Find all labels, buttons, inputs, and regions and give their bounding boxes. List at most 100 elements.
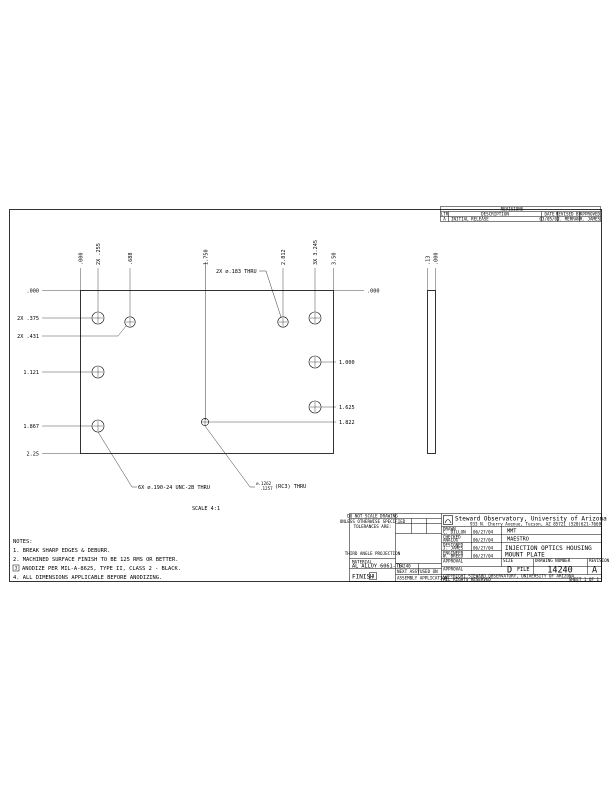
role-checked: CHECKED [443,534,461,539]
note-3-flag: 3 [15,566,18,571]
role-approval-1: APPROVAL [443,559,464,564]
dim-top-1750: 1.750 [204,249,210,265]
date-designed: 06/27/04 [473,545,494,550]
revisions-block [440,206,601,222]
company-name: Steward Observatory, University of Arizo… [455,516,607,523]
rights-line: ALL RIGHTS RESERVED [443,577,491,582]
revision-value: A [592,566,597,576]
rev-header-date: DATE [544,211,555,216]
callout-reamed-upper: ⌀.1262 [256,481,272,486]
dim-left-1867: 1.867 [23,424,39,430]
dim-top-3245: 3X 3.245 [313,240,319,265]
third-angle-label: THIRD ANGLE PROJECTION [345,551,401,556]
project-mmt: MMT [507,528,516,534]
top-extension-lines [80,268,334,316]
callout-thru-holes: 2X ⌀.183 THRU [216,269,257,275]
dim-top-2812: 2.812 [281,249,287,265]
drawing-number-label: DRAWING NUMBER [535,558,571,563]
date-checked: 06/27/04 [473,537,494,542]
revision-label: REVISION [589,558,610,563]
rev-row-description: INITIAL RELEASE [451,216,489,221]
dim-top-350: 3.50 [332,253,338,266]
assembly-application-label: ASSEMBLY APPLICATION [397,575,448,580]
dim-right-000: .000 [367,289,380,295]
size-label: SIZE [503,558,514,563]
side-extension-lines [427,268,436,290]
material-label: MATERIAL [352,559,373,564]
dim-left-000: .000 [27,289,40,295]
dim-left-431: 2X .431 [17,334,39,340]
plate-side-view [427,290,436,454]
rev-header-approved: APPROVED [580,211,601,216]
finish-label: FINISH [352,574,374,581]
role-engineer: ENGINEER [443,550,464,555]
holes [91,311,322,433]
center-marks [93,313,320,431]
thru-hole [124,316,136,328]
finish-flag: 3 [372,574,375,579]
finish-flag-box [369,572,377,580]
rev-row-ltr: A [443,216,446,221]
company-address: 933 N. Cherry Avenue, Tucson, AZ 85721 (… [470,521,602,526]
drawing-border [9,209,602,582]
dim-right-1625: 1.625 [339,405,355,411]
dim-top-000: .000 [79,253,85,266]
rev-header-revised-by: REVISED BY [556,211,582,216]
title-block-grid [349,513,602,582]
scale-label: SCALE 4:1 [192,506,220,512]
dim-left-225: 2.25 [27,452,40,458]
drawing-number-value: 14240 [547,566,573,576]
qty-value: 14240 [398,563,411,568]
note-3-flag-box [12,564,20,572]
tolerance-header-2: UNLESS OTHERWISE SPECIFIED [340,519,406,524]
note-4: 4. ALL DIMENSIONS APPLICABLE BEFORE ANOD… [13,575,162,581]
material-value: AL ALLOY 6061-T6 [352,564,402,570]
dim-side-000: .000 [434,253,440,266]
name-drawn: C. DILLON [443,530,466,535]
dim-left-375: 2X .375 [17,316,39,322]
role-designed: DESIGNED [443,542,464,547]
used-on-label: USED ON [420,569,438,574]
name-engineer: W. BREED [443,554,464,559]
note-2: 2. MACHINED SURFACE FINISH TO BE 125 RMS… [13,557,179,563]
date-engineer: 06/27/04 [473,553,494,558]
name-checked: ANALOG [443,538,459,543]
dim-right-1822: 1.822 [339,420,355,426]
callout-reamed-note: (RC3) THRU [275,484,306,490]
tolerance-header-3: TOLERANCES ARE: [354,524,392,529]
note-3: ANODIZE PER MIL-A-8625, TYPE II, CLASS 2… [22,566,181,572]
rev-row-approved: R. JAMES [580,216,601,221]
left-extension-lines [42,290,364,454]
next-assy-label: NEXT ASSY [397,569,420,574]
tolerance-header-1: DO NOT SCALE DRAWING [347,513,398,518]
copyright-line: COPYRIGHT STEWARD OBSERVATORY, UNIVERSIT… [443,574,575,579]
notes-heading: NOTES: [13,539,32,545]
instrument-name: MAESTRO [507,536,529,542]
dim-right-1000: 1.000 [339,360,355,366]
thru-hole [277,316,289,328]
sheet-count: SHEET 1 OF 1 [569,577,600,582]
dim-left-1121: 1.121 [23,370,39,376]
role-approval-2: APPROVAL [443,567,464,572]
drawing-title-line-1: INJECTION OPTICS HOUSING [505,545,592,552]
name-designed: J. JAMES [443,546,464,551]
observatory-logo [443,515,453,525]
file-label: FILE [517,567,530,573]
drawing-title-line-2: MOUNT PLATE [505,552,545,559]
dim-top-688: .688 [128,253,134,266]
callout-tapped-holes: 6X ⌀.190-24 UNC-2B THRU [138,485,210,491]
size-value: D [507,566,512,576]
note-1: 1. BREAK SHARP EDGES & DEBURR. [13,548,110,554]
date-drawn: 06/27/04 [473,529,494,534]
dim-side-013: .13 [426,256,432,265]
rev-header-description: DESCRIPTION [481,211,509,216]
role-drawn: DRAWN [443,526,456,531]
rev-header-ltr: LTR [441,211,449,216]
revisions-title: REVISIONS [501,207,524,212]
plate-outline [80,290,334,454]
dim-top-255: 2X .255 [96,243,102,265]
leader-lines [97,270,282,488]
rev-row-date: 03/05/02 [539,216,560,221]
rev-row-revised-by: J. MERRAN [557,216,580,221]
